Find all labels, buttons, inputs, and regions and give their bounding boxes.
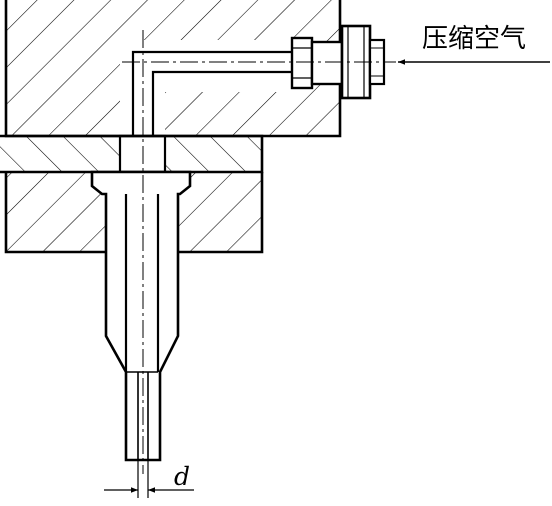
nozzle	[90, 170, 192, 462]
middle-plate	[0, 134, 264, 174]
lower-plate	[4, 172, 264, 254]
compressed-air-label: 压缩空气	[422, 24, 527, 54]
dimension-d-label: d	[174, 462, 191, 491]
top-plate	[4, 0, 342, 138]
center-lines	[122, 30, 396, 474]
dimension-d	[104, 460, 194, 498]
